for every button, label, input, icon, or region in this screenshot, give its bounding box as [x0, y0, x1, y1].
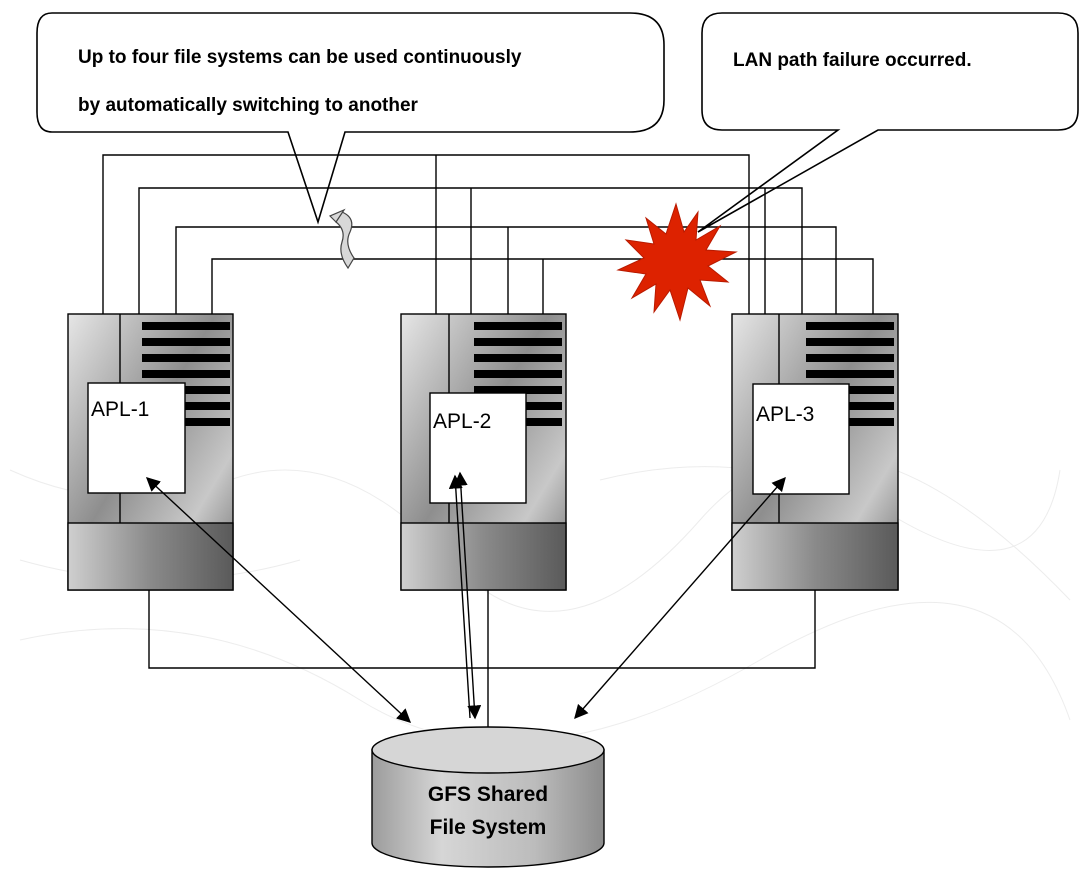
server-node-1: APL-1	[67, 313, 234, 591]
apl-box-3	[752, 383, 850, 495]
apl-box-1	[87, 382, 186, 494]
callout-left-line1: Up to four file systems can be used cont…	[78, 47, 522, 68]
server-node-2: APL-2	[400, 313, 567, 591]
access-arrows	[145, 471, 786, 723]
apl-label-3: APL-3	[756, 403, 814, 426]
callout-left: Up to four file systems can be used cont…	[36, 12, 665, 225]
access-arrow-1	[145, 477, 412, 723]
lan-network-lines	[102, 154, 874, 314]
server-node-3-vent-slats	[806, 322, 894, 426]
access-arrow-2b	[448, 474, 471, 719]
apl-label-2: APL-2	[433, 410, 491, 433]
switch-arrow-icon	[328, 208, 355, 270]
disk-label-line2: File System	[430, 816, 547, 839]
callout-right-line1: LAN path failure occurred.	[733, 50, 972, 71]
apl-label-1: APL-1	[91, 398, 149, 421]
failure-burst-icon	[616, 202, 738, 322]
access-arrow-2a	[453, 471, 482, 720]
server-node-3: APL-3	[731, 313, 899, 591]
storage-path-lines	[148, 590, 816, 738]
disk-label-line1: GFS Shared	[428, 783, 548, 806]
server-node-1-vent-slats	[142, 322, 230, 426]
callout-left-line2: by automatically switching to another	[78, 95, 419, 116]
callout-right: LAN path failure occurred.	[697, 12, 1079, 233]
access-arrow-3	[574, 476, 786, 720]
shared-disk: GFS Shared File System	[371, 726, 605, 868]
